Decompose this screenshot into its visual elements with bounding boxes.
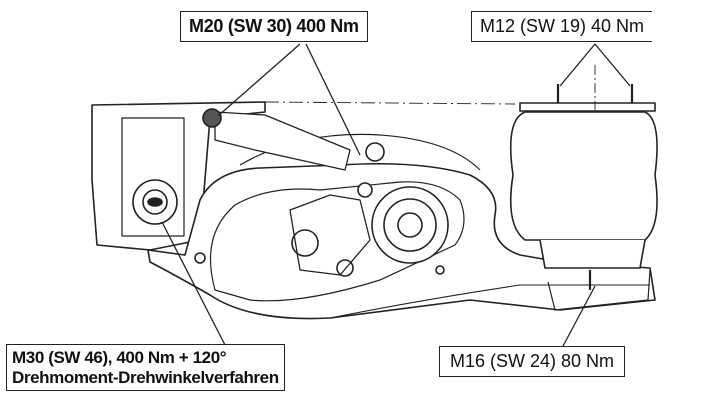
arm-hole (435, 265, 445, 275)
leader-m20-a (217, 43, 301, 117)
drain-hole (194, 252, 206, 264)
air-spring-bellow (509, 111, 658, 241)
axle-hub-outer (371, 186, 449, 264)
leader-m12-a (559, 43, 596, 87)
callout-m12: M12 (SW 19) 40 Nm (471, 11, 653, 42)
callout-m30: M30 (SW 46), 400 Nm + 120° Drehmoment-Dr… (6, 344, 285, 392)
center-line (264, 101, 516, 105)
axle-hub-inner (397, 212, 423, 238)
leader-m20-b (305, 43, 361, 156)
axle-hub-mid (383, 198, 437, 252)
clamp-body (289, 194, 371, 276)
leader-m30 (161, 221, 226, 346)
m20-bolt (202, 108, 222, 128)
clamp-nut-4 (365, 142, 385, 162)
callout-m30-line1: M30 (SW 46), 400 Nm + 120° (12, 348, 227, 367)
air-spring-plate (519, 102, 656, 112)
arm-inner-contour (209, 181, 465, 302)
leader-m16 (561, 285, 596, 349)
callout-m20: M20 (SW 30) 400 Nm (180, 11, 368, 42)
clamp-nut-1 (291, 229, 319, 257)
upper-link (214, 111, 351, 171)
air-spring-piston (539, 239, 646, 269)
air-spring-base (547, 269, 651, 311)
pivot-bolt-inner (142, 189, 168, 215)
callout-m30-line2: Drehmoment-Drehwinkelverfahren (12, 367, 279, 387)
bracket-window (121, 117, 185, 237)
clamp-nut-3 (357, 182, 373, 198)
pivot-bolt-head (147, 197, 163, 207)
callout-m16: M16 (SW 24) 80 Nm (439, 346, 626, 377)
leader-m12-b (594, 43, 631, 87)
arm-lower-edge (329, 284, 650, 319)
